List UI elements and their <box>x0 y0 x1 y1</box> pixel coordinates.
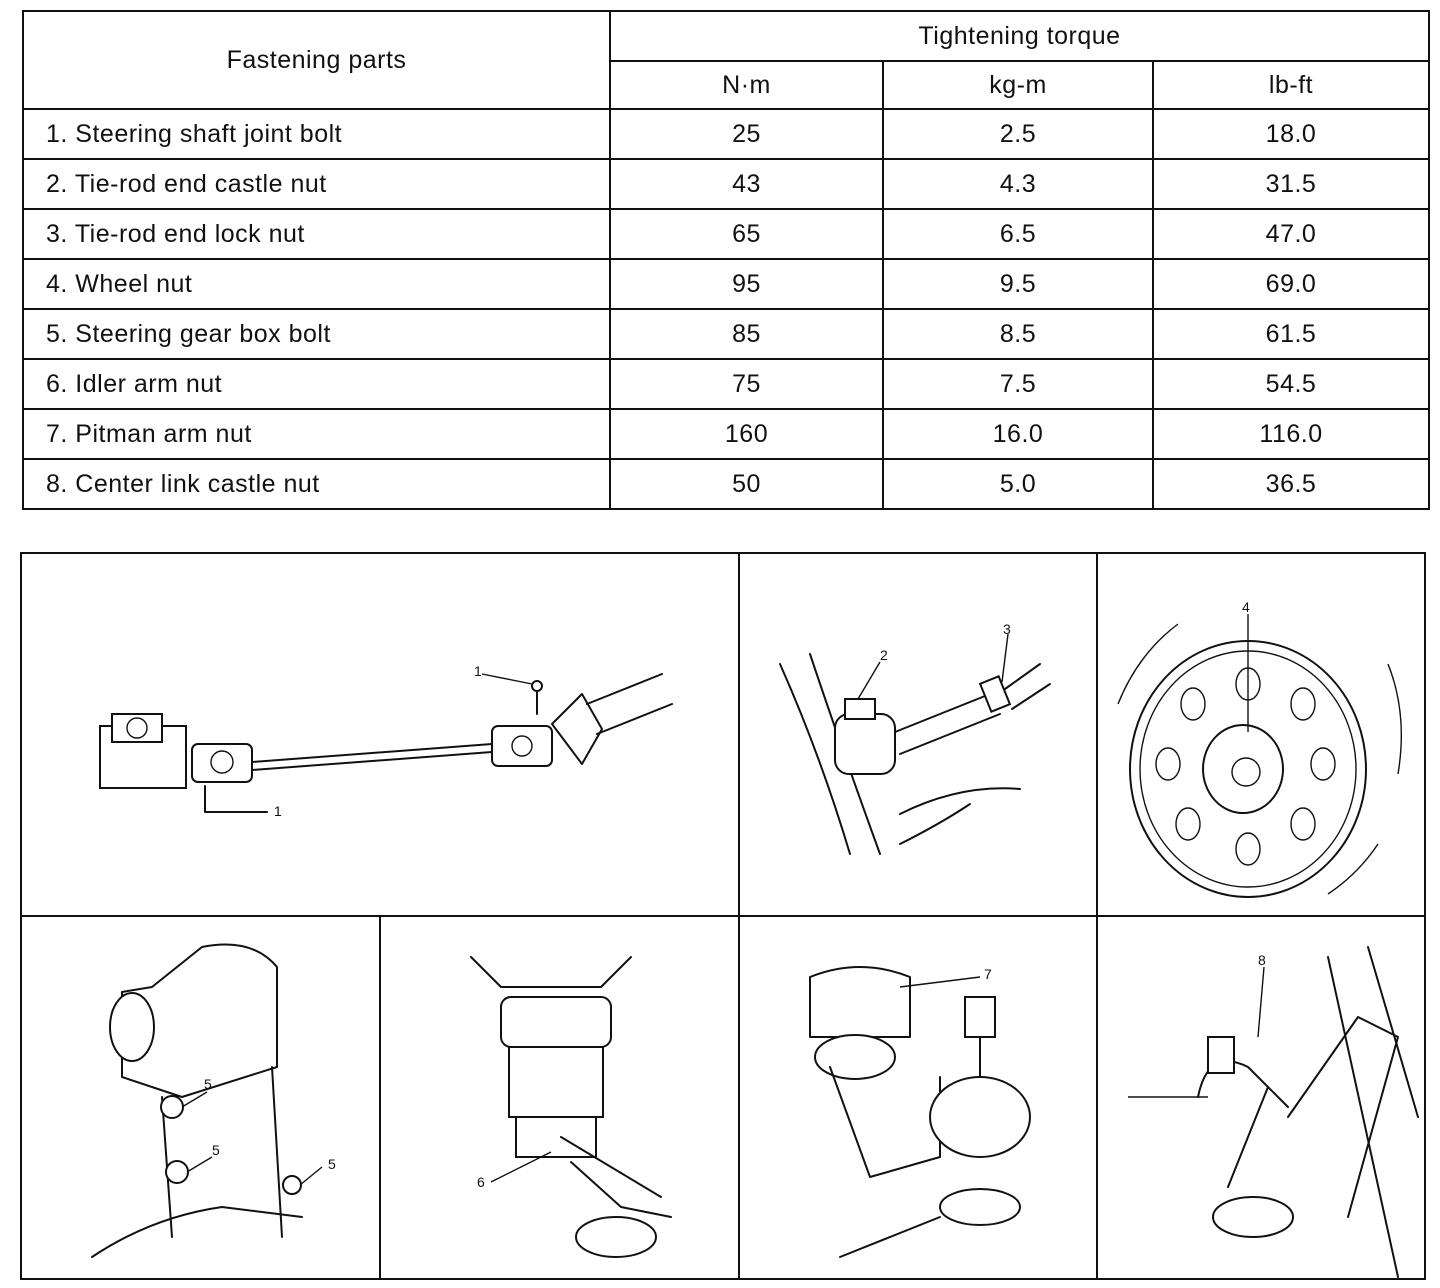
torque-nm: 95 <box>609 258 884 310</box>
torque-kgm: 16.0 <box>882 408 1154 460</box>
steering-shaft-illustration: 1 1 <box>22 554 738 915</box>
table-row: 2. Tie-rod end castle nut 43 4.3 31.5 <box>22 158 1431 210</box>
torque-kgm: 7.5 <box>882 358 1154 410</box>
wheel-illustration: 4 <box>1098 554 1424 915</box>
grid-divider-vertical <box>379 916 381 1278</box>
tie-rod-end-drawing: 2 3 <box>779 621 1051 855</box>
torque-lbft: 54.5 <box>1151 358 1431 410</box>
idler-arm-illustration: 6 <box>381 917 738 1278</box>
torque-lbft: 36.5 <box>1151 458 1431 510</box>
header-tightening-torque: Tightening torque <box>608 10 1431 62</box>
torque-lbft: 47.0 <box>1151 208 1431 260</box>
torque-nm: 25 <box>609 108 884 160</box>
part-name: 6. Idler arm nut <box>22 358 611 410</box>
callout-5: 5 <box>204 1076 212 1092</box>
callout-8: 8 <box>1258 952 1266 968</box>
idler-arm-drawing: 6 <box>470 956 672 1258</box>
torque-lbft: 18.0 <box>1151 108 1431 160</box>
part-name: 7. Pitman arm nut <box>22 408 611 460</box>
torque-kgm: 6.5 <box>882 208 1154 260</box>
tie-rod-end-illustration: 2 3 <box>740 554 1096 915</box>
pitman-arm-drawing: 7 <box>809 966 1031 1258</box>
gear-box-illustration: 5 5 5 <box>22 917 379 1278</box>
torque-table: Fastening parts Tightening torque N·m kg… <box>22 10 1431 510</box>
torque-nm: 75 <box>609 358 884 410</box>
grid-divider-vertical <box>1096 554 1098 1278</box>
table-row: 7. Pitman arm nut 160 16.0 116.0 <box>22 408 1431 460</box>
torque-lbft: 31.5 <box>1151 158 1431 210</box>
table-row: 1. Steering shaft joint bolt 25 2.5 18.0 <box>22 108 1431 160</box>
grid-divider-horizontal <box>22 915 1424 917</box>
callout-3: 3 <box>1003 621 1011 637</box>
torque-nm: 160 <box>609 408 884 460</box>
callout-1: 1 <box>474 663 482 679</box>
part-name: 8. Center link castle nut <box>22 458 611 510</box>
part-name: 3. Tie-rod end lock nut <box>22 208 611 260</box>
table-row: 6. Idler arm nut 75 7.5 54.5 <box>22 358 1431 410</box>
pitman-arm-illustration: 7 <box>740 917 1096 1278</box>
torque-lbft: 61.5 <box>1151 308 1431 360</box>
table-row: 8. Center link castle nut 50 5.0 36.5 <box>22 458 1431 510</box>
part-name: 1. Steering shaft joint bolt <box>22 108 611 160</box>
part-name: 5. Steering gear box bolt <box>22 308 611 360</box>
callout-7: 7 <box>984 966 992 982</box>
wheel-drawing: 4 <box>1117 599 1403 898</box>
gear-box-drawing: 5 5 5 <box>91 943 336 1258</box>
header-fastening-parts: Fastening parts <box>22 10 611 110</box>
torque-nm: 65 <box>609 208 884 260</box>
part-name: 4. Wheel nut <box>22 258 611 310</box>
callout-6: 6 <box>477 1174 485 1190</box>
table-row: 4. Wheel nut 95 9.5 69.0 <box>22 258 1431 310</box>
callout-1: 1 <box>274 803 282 819</box>
torque-nm: 43 <box>609 158 884 210</box>
torque-kgm: 4.3 <box>882 158 1154 210</box>
callout-5: 5 <box>212 1142 220 1158</box>
callout-4: 4 <box>1242 599 1250 615</box>
center-link-drawing: 8 <box>1128 946 1419 1278</box>
callout-5: 5 <box>328 1156 336 1172</box>
header-unit-nm: N·m <box>609 60 884 110</box>
callout-2: 2 <box>880 647 888 663</box>
torque-kgm: 2.5 <box>882 108 1154 160</box>
grid-divider-vertical <box>738 554 740 1278</box>
header-unit-lbft: lb-ft <box>1151 60 1431 110</box>
torque-lbft: 69.0 <box>1151 258 1431 310</box>
steering-shaft-drawing: 1 1 <box>99 663 673 819</box>
torque-kgm: 5.0 <box>882 458 1154 510</box>
table-row: 5. Steering gear box bolt 85 8.5 61.5 <box>22 308 1431 360</box>
illustration-grid: 1 1 2 3 <box>20 552 1426 1280</box>
torque-kgm: 9.5 <box>882 258 1154 310</box>
torque-nm: 85 <box>609 308 884 360</box>
header-unit-kgm: kg-m <box>882 60 1154 110</box>
table-row: 3. Tie-rod end lock nut 65 6.5 47.0 <box>22 208 1431 260</box>
part-name: 2. Tie-rod end castle nut <box>22 158 611 210</box>
torque-lbft: 116.0 <box>1151 408 1431 460</box>
center-link-illustration: 8 <box>1098 917 1424 1278</box>
torque-kgm: 8.5 <box>882 308 1154 360</box>
torque-nm: 50 <box>609 458 884 510</box>
